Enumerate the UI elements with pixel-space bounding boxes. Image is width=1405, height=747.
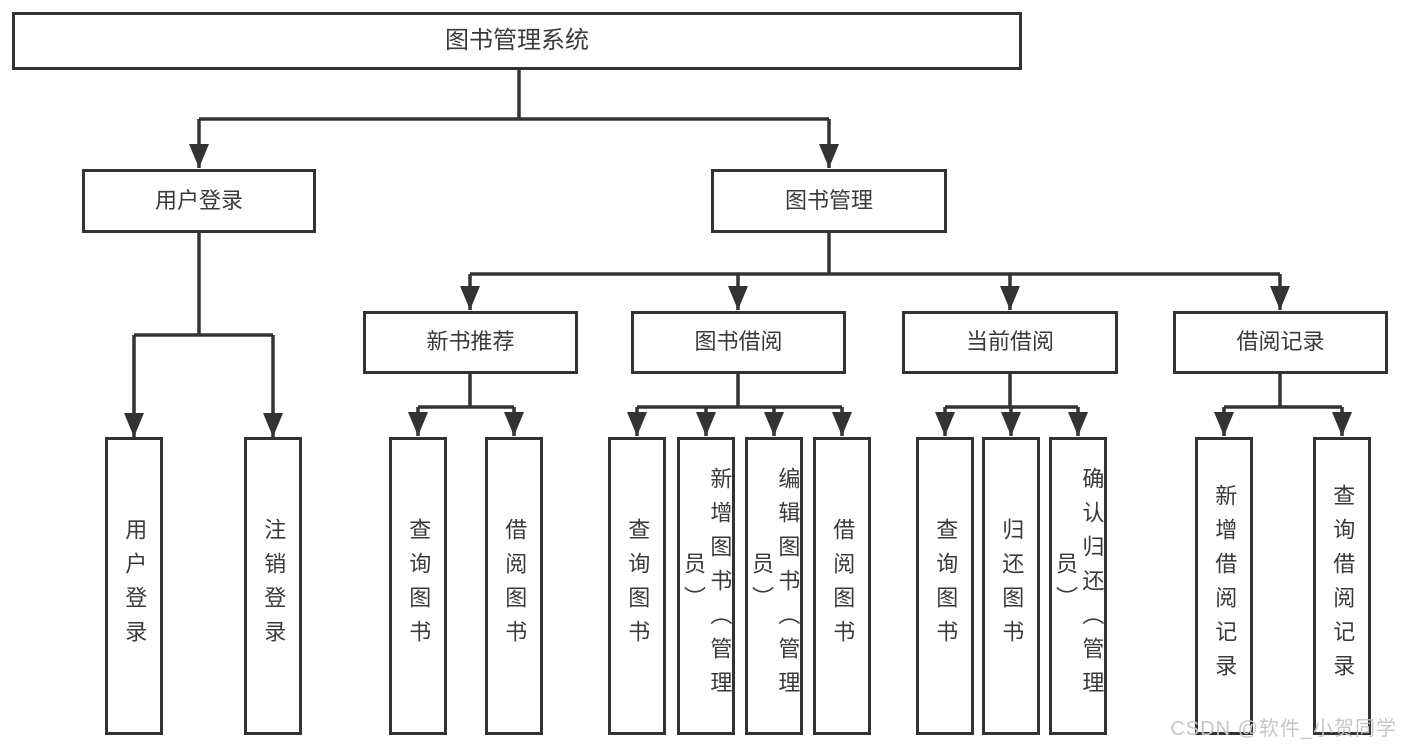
node-library-management-system: 图书管理系统 xyxy=(12,12,1022,70)
leaf-edit-books-admin: 编辑图书（管理员） xyxy=(745,437,803,735)
leaf-query-books-recommend: 查询图书 xyxy=(389,437,447,735)
leaf-query-borrow-record: 查询借阅记录 xyxy=(1313,437,1371,735)
leaf-borrow-books-borrowing: 借阅图书 xyxy=(813,437,871,735)
leaf-query-books-borrowing: 查询图书 xyxy=(608,437,666,735)
leaf-add-books-admin: 新增图书（管理员） xyxy=(677,437,735,735)
connector-root-to-level2 xyxy=(189,70,839,168)
leaf-query-books-current: 查询图书 xyxy=(916,437,974,735)
connector-records-children xyxy=(1214,374,1352,436)
leaf-add-borrow-record: 新增借阅记录 xyxy=(1195,437,1253,735)
node-book-borrowing: 图书借阅 xyxy=(631,311,846,374)
node-borrowing-records: 借阅记录 xyxy=(1173,311,1388,374)
node-current-borrowing: 当前借阅 xyxy=(902,311,1118,374)
connector-user-login-children xyxy=(124,233,283,437)
connector-current-children xyxy=(935,374,1088,436)
connector-new-rec-children xyxy=(408,374,524,436)
leaf-user-login: 用户登录 xyxy=(105,437,163,735)
leaf-confirm-return-admin: 确认归还（管理员） xyxy=(1049,437,1107,735)
leaf-logout-login: 注销登录 xyxy=(244,437,302,735)
connector-book-mgmt-children xyxy=(460,233,1290,310)
node-user-login: 用户登录 xyxy=(82,169,316,233)
node-new-book-recommendation: 新书推荐 xyxy=(363,311,578,374)
node-book-management: 图书管理 xyxy=(711,169,947,233)
connector-borrowing-children xyxy=(627,374,852,436)
csdn-watermark: CSDN @软件_小贺同学 xyxy=(1170,718,1397,740)
leaf-return-books: 归还图书 xyxy=(982,437,1040,735)
leaf-borrow-books-recommend: 借阅图书 xyxy=(485,437,543,735)
